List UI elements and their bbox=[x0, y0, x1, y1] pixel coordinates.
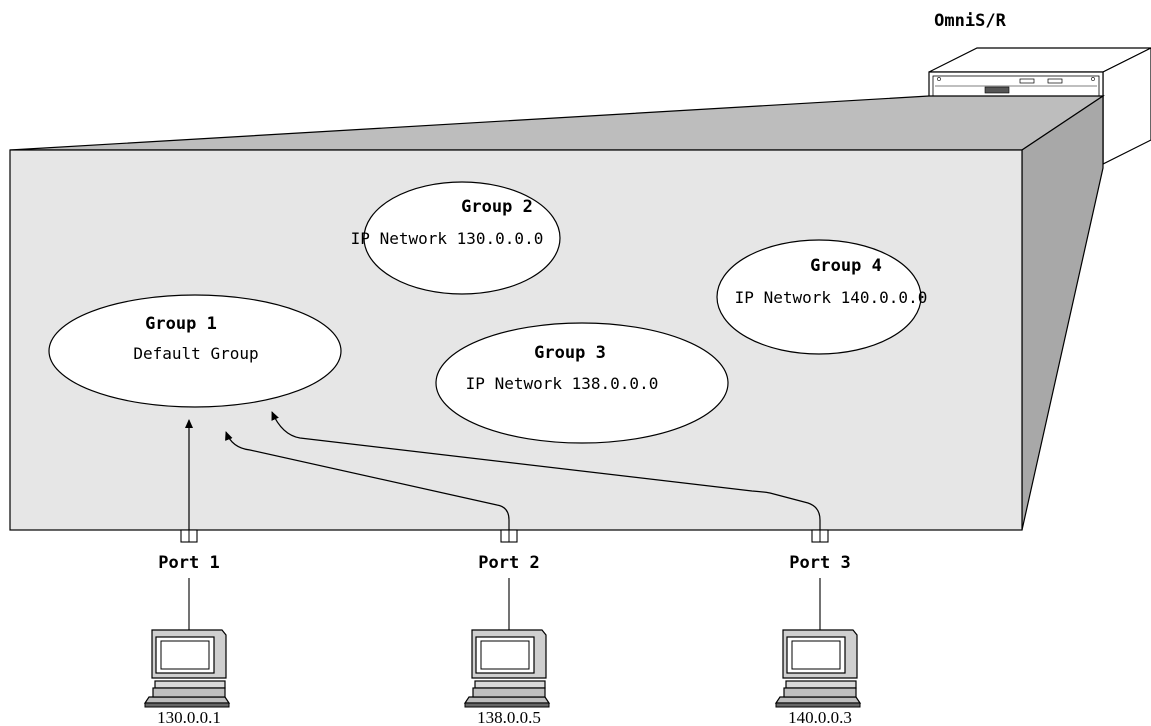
port-1-label: Port 1 bbox=[158, 553, 219, 573]
port-2-path bbox=[225, 431, 510, 531]
group-4-subtitle: IP Network 140.0.0.0 bbox=[735, 288, 928, 307]
device-led-strip bbox=[984, 86, 1010, 94]
workstation-3-icon bbox=[774, 629, 862, 708]
group-4-ellipse bbox=[716, 239, 922, 355]
group-3-ellipse bbox=[435, 322, 729, 444]
device-screw-left bbox=[937, 77, 941, 81]
group-4-title: Group 4 bbox=[810, 256, 882, 276]
device-screw-right bbox=[1091, 77, 1095, 81]
device-slot-2 bbox=[1047, 78, 1063, 84]
group-1-subtitle: Default Group bbox=[133, 344, 258, 363]
group-2-ellipse bbox=[363, 181, 561, 295]
port-3-path bbox=[271, 411, 821, 531]
port-3-label: Port 3 bbox=[789, 553, 850, 573]
workstation-1-ip: 130.0.0.1 bbox=[157, 708, 221, 726]
group-3-subtitle: IP Network 138.0.0.0 bbox=[466, 374, 659, 393]
group-3-title: Group 3 bbox=[534, 343, 606, 363]
group-4: Group 4 IP Network 140.0.0.0 bbox=[716, 239, 928, 355]
zoom-box-side bbox=[1021, 94, 1104, 531]
group-1-title: Group 1 bbox=[145, 314, 217, 334]
zoom-box-top bbox=[9, 95, 1105, 151]
device-slot-1 bbox=[1019, 78, 1035, 84]
group-2-subtitle: IP Network 130.0.0.0 bbox=[351, 229, 544, 248]
workstation-2-ip: 138.0.0.5 bbox=[477, 708, 541, 726]
workstation-2-icon bbox=[463, 629, 551, 708]
port-2-label: Port 2 bbox=[478, 553, 539, 573]
group-1-ellipse bbox=[48, 294, 342, 408]
port-connections bbox=[185, 411, 821, 531]
port-connectors bbox=[180, 529, 829, 543]
group-2: Group 2 IP Network 130.0.0.0 bbox=[351, 181, 561, 295]
group-3: Group 3 IP Network 138.0.0.0 bbox=[435, 322, 729, 444]
group-1: Group 1 Default Group bbox=[48, 294, 342, 408]
workstation-3-ip: 140.0.0.3 bbox=[788, 708, 852, 726]
device-front-panel bbox=[932, 75, 1100, 99]
workstation-1-icon bbox=[143, 629, 231, 708]
group-2-title: Group 2 bbox=[461, 197, 533, 217]
device-title: OmniS/R bbox=[934, 11, 1006, 31]
